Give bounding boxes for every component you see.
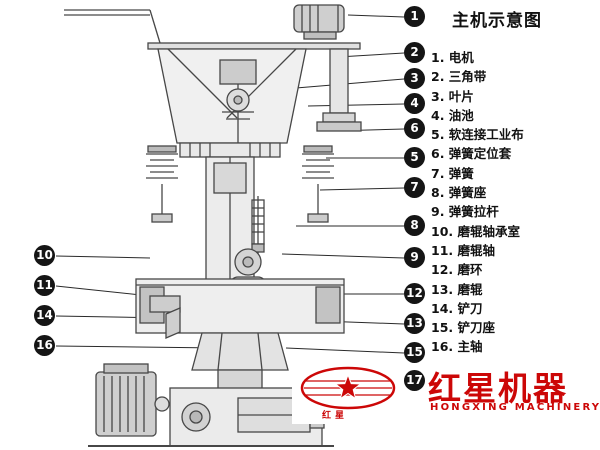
callout-16: 16	[34, 335, 55, 356]
parts-legend: 1. 电机 2. 三角带 3. 叶片 4. 油池 5. 软连接工业布 6. 弹簧…	[431, 48, 524, 376]
callout-11: 11	[34, 275, 55, 296]
legend-item-12: 12. 磨环	[431, 262, 483, 278]
legend-item-2: 2. 三角带	[431, 69, 487, 85]
diagram-title: 主机示意图	[452, 11, 542, 31]
legend-item-5: 5. 软连接工业布	[431, 127, 524, 143]
brand-subtitle: HONGXING MACHINERY	[430, 402, 600, 413]
callout-7: 7	[404, 177, 425, 198]
legend-item-11: 11. 磨辊轴	[431, 242, 495, 258]
legend-item-13: 13. 磨辊	[431, 281, 483, 297]
legend-item-10: 10. 磨辊轴承室	[431, 223, 520, 239]
callout-4: 4	[404, 93, 425, 114]
legend-item-6: 6. 弹簧定位套	[431, 146, 512, 162]
callout-1: 1	[404, 6, 425, 27]
callout-13: 13	[404, 313, 425, 334]
legend-item-9: 9. 弹簧拉杆	[431, 204, 499, 220]
legend-item-14: 14. 铲刀	[431, 300, 483, 316]
legend-item-4: 4. 油池	[431, 107, 474, 123]
callout-3: 3	[404, 68, 425, 89]
legend-item-16: 16. 主轴	[431, 339, 483, 355]
callout-10: 10	[34, 245, 55, 266]
hongxing-star-logo-icon	[300, 366, 396, 410]
callout-17: 17	[404, 370, 425, 391]
brand-small-label: 红星	[322, 411, 349, 421]
callout-5: 5	[404, 147, 425, 168]
legend-item-3: 3. 叶片	[431, 88, 474, 104]
callout-8: 8	[404, 215, 425, 236]
callout-9: 9	[404, 247, 425, 268]
legend-item-1: 1. 电机	[431, 50, 474, 65]
legend-item-8: 8. 弹簧座	[431, 185, 487, 201]
callout-6: 6	[404, 118, 425, 139]
legend-item-15: 15. 铲刀座	[431, 320, 495, 336]
brand-name: 红星机器	[428, 369, 568, 408]
legend-item-7: 7. 弹簧	[431, 165, 474, 181]
callout-14: 14	[34, 305, 55, 326]
callout-12: 12	[404, 283, 425, 304]
callout-2: 2	[404, 42, 425, 63]
star-icon	[334, 373, 362, 400]
callout-15: 15	[404, 342, 425, 363]
brand-watermark: 红星机器 HONGXING MACHINERY 红星	[292, 358, 600, 424]
